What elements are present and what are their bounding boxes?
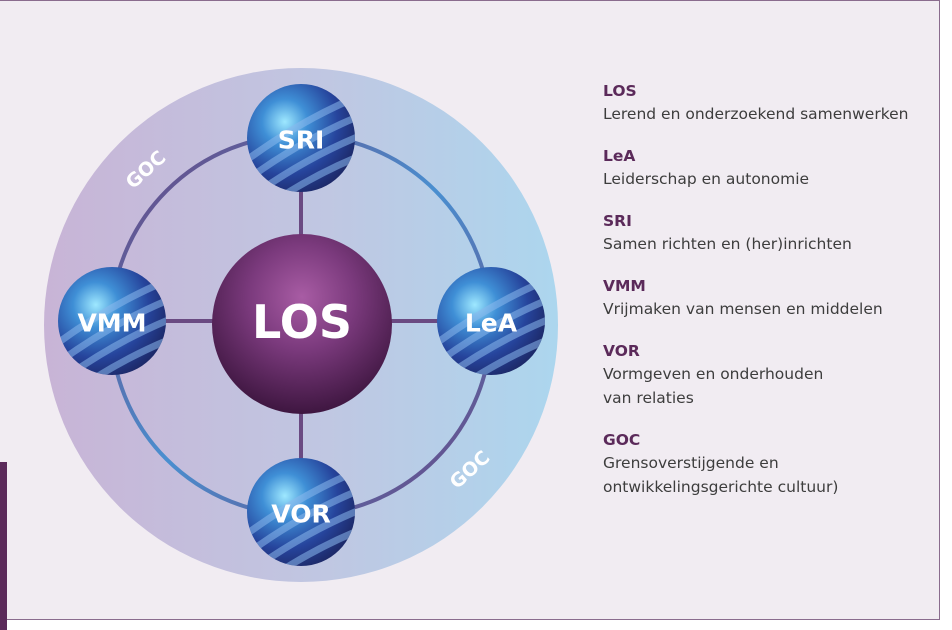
- legend: LOS Lerend en onderzoekend samenwerken L…: [603, 80, 943, 518]
- node-lea: LeA: [437, 267, 545, 375]
- legend-item-sri: SRI Samen richten en (her)inrichten: [603, 210, 943, 256]
- legend-item-goc: GOC Grensoverstijgende en ontwikkelingsg…: [603, 429, 943, 499]
- node-label-vor: VOR: [271, 500, 330, 529]
- legend-desc: Leiderschap en autonomie: [603, 170, 810, 188]
- center-label: LOS: [252, 295, 352, 349]
- center-sphere: [212, 234, 392, 414]
- node-label-sri: SRI: [278, 126, 325, 155]
- legend-item-lea: LeA Leiderschap en autonomie: [603, 145, 943, 191]
- legend-abbr: LOS: [603, 82, 637, 100]
- node-sri: SRI: [247, 84, 355, 192]
- legend-desc: Lerend en onderzoekend samenwerken: [603, 105, 909, 123]
- legend-desc: Grensoverstijgende en ontwikkelingsgeric…: [603, 454, 839, 496]
- legend-desc: Samen richten en (her)inrichten: [603, 235, 852, 253]
- legend-abbr: GOC: [603, 431, 641, 449]
- node-vmm: VMM: [58, 267, 166, 375]
- node-label-lea: LeA: [465, 309, 518, 338]
- legend-desc: Vormgeven en onderhouden van relaties: [603, 365, 824, 407]
- left-accent-bar: [0, 462, 7, 630]
- legend-abbr: LeA: [603, 147, 636, 165]
- legend-abbr: SRI: [603, 212, 632, 230]
- legend-desc: Vrijmaken van mensen en middelen: [603, 300, 883, 318]
- legend-item-vor: VOR Vormgeven en onderhouden van relatie…: [603, 340, 943, 410]
- node-vor: VOR: [247, 458, 355, 566]
- legend-abbr: VMM: [603, 277, 646, 295]
- spokes: [165, 190, 438, 460]
- legend-item-vmm: VMM Vrijmaken van mensen en middelen: [603, 275, 943, 321]
- legend-abbr: VOR: [603, 342, 640, 360]
- legend-item-los: LOS Lerend en onderzoekend samenwerken: [603, 80, 943, 126]
- los-diagram: LOS SRI LeA VOR: [44, 68, 558, 582]
- node-label-vmm: VMM: [77, 309, 146, 338]
